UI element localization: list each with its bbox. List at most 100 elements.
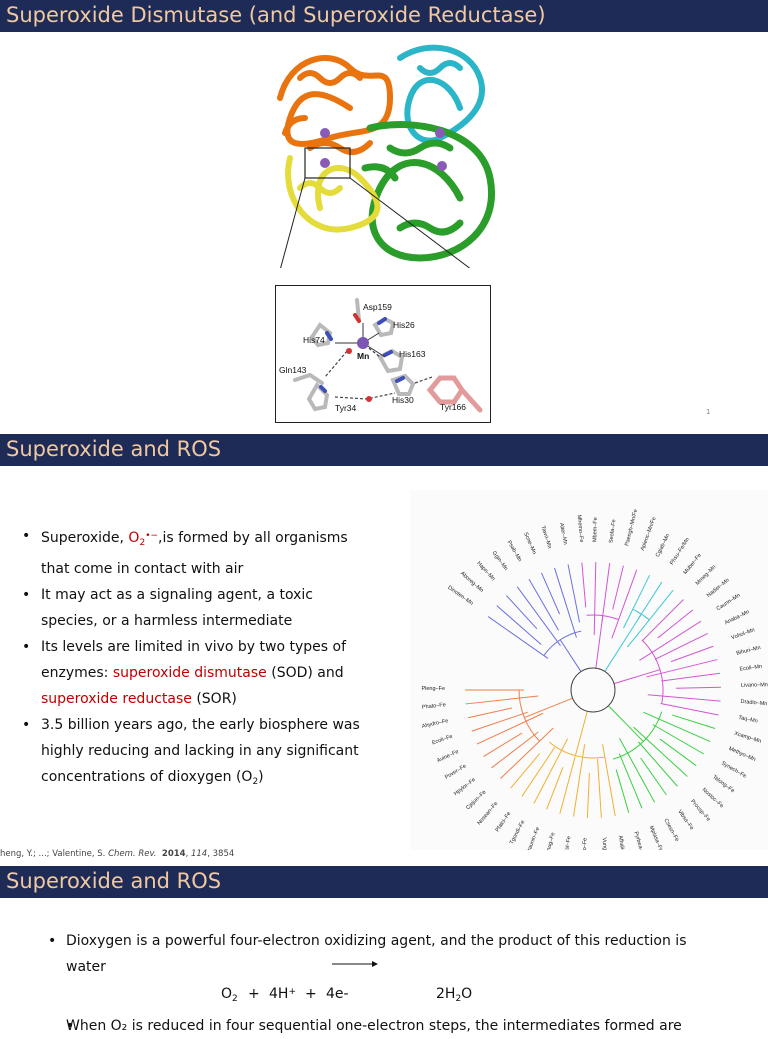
tree-branch <box>646 659 718 678</box>
tree-leaf-label: Livano–Mn <box>741 682 768 689</box>
tree-branch <box>618 753 643 809</box>
clade-stem <box>574 711 588 756</box>
tree-branch <box>643 711 711 743</box>
tree-leaf-label: Vungu–Fe <box>601 837 609 850</box>
tree-leaf-label: Phato–Fe <box>422 702 446 711</box>
eq-product-subscript: 2 <box>455 994 462 1004</box>
tree-branch <box>670 645 714 663</box>
active-site-inset: Asp159 His26 His74 Mn His163 Gln143 Tyr3… <box>275 285 491 423</box>
nitrogen-atoms <box>319 317 405 393</box>
tree-leaf-label: Bihuri–Mn <box>736 645 761 657</box>
tree-leaf-label: Mbem–Fe <box>592 517 599 542</box>
tree-branch <box>567 564 581 623</box>
eq-o2: O2 <box>221 986 238 1004</box>
tree-branch <box>623 574 651 629</box>
tree-leaf-label: Msebo–Fe <box>581 838 588 850</box>
eq-protons-base: 4H <box>269 986 289 1002</box>
tree-branch <box>516 586 561 646</box>
eq-product-base: 2H <box>436 986 456 1002</box>
tree-branch <box>510 753 541 789</box>
water-oxygen <box>366 396 372 402</box>
clade-arc <box>632 608 650 621</box>
slide2-title: Superoxide and ROS <box>6 437 222 461</box>
tree-leaf-label: Alter–Mn <box>558 522 568 545</box>
eq-product-tail: O <box>461 986 473 1002</box>
bullet-item: 3.5 billion years ago, the early biosphe… <box>22 712 372 795</box>
tree-branch <box>675 686 721 689</box>
tree-branch <box>546 767 564 810</box>
label-asp159: Asp159 <box>363 302 392 312</box>
eq-o2-subscript: 2 <box>232 994 238 1004</box>
tree-branch <box>652 724 705 755</box>
tree-branch <box>506 595 538 630</box>
eq-plus: + <box>248 986 260 1002</box>
tree-branch <box>602 744 616 817</box>
bullet-item: It may act as a signaling agent, a toxic… <box>22 582 372 634</box>
subscript: 2 <box>252 777 259 787</box>
citation-year: 2014 <box>161 849 186 859</box>
tree-branch <box>500 727 554 779</box>
tree-branch <box>496 605 542 645</box>
tree-branch <box>601 563 611 622</box>
protein-structure-image <box>277 44 495 268</box>
bullet-text: (SOD) and <box>266 665 344 681</box>
tree-branches <box>465 562 721 818</box>
formula-subscript: 2 <box>139 538 146 548</box>
tree-branch <box>491 731 539 769</box>
tree-branch <box>554 567 577 638</box>
label-tyr34: Tyr34 <box>335 403 357 413</box>
label-his74: His74 <box>303 335 325 345</box>
tree-leaf-label: Pleng–Fe <box>421 686 445 692</box>
chain-yellow <box>285 155 381 233</box>
superoxide-formula: O2•− <box>128 530 158 548</box>
citation-volume: 114 <box>190 849 208 859</box>
tree-root <box>570 667 616 713</box>
tree-branch <box>659 738 697 767</box>
tree-branch <box>528 578 559 631</box>
page-number: 1 <box>706 408 711 416</box>
phylogenetic-tree: Dinoten–MnAboreg–MnHapn–MnGgin–MnPsab–Mn… <box>410 490 768 850</box>
tree-leaf-label: Mhemo–Fe <box>576 514 584 542</box>
tree-branch <box>487 616 549 659</box>
slide2-header: Superoxide and ROS <box>0 434 768 466</box>
tree-branch <box>597 758 602 818</box>
eq-protons-superscript: + <box>288 987 296 997</box>
tree-leaf-label: Dradio–Mn <box>740 699 767 707</box>
clade-stem <box>559 639 582 672</box>
clade-stem <box>613 669 661 685</box>
clade-stem <box>524 697 573 719</box>
tree-leaf-label: Ecoli–Mn <box>739 664 762 673</box>
tree-leaf-label: Afhali–Fe <box>617 835 627 850</box>
bullet-text: ,is formed by all organisms that come in… <box>41 530 348 577</box>
tree-leaf-label: Ehist–Fe <box>563 836 572 850</box>
slide2-bullet-list: Superoxide, O2•−,is formed by all organi… <box>22 523 372 795</box>
slide3-header: Superoxide and ROS <box>0 866 768 898</box>
label-his30: His30 <box>392 395 414 405</box>
tree-branch <box>483 732 523 757</box>
tree-branch <box>611 569 638 639</box>
clade-stem <box>608 705 644 742</box>
tree-branch <box>586 772 590 818</box>
bullet-item: When O₂ is reduced in four sequential on… <box>48 1013 738 1039</box>
tree-branch <box>657 609 694 639</box>
tree-branch <box>559 756 576 814</box>
slide3-bullet-list: Dioxygen is a powerful four-electron oxi… <box>48 928 728 980</box>
citation-journal: Chem. Rev. <box>108 849 157 859</box>
label-gln143: Gln143 <box>279 365 307 375</box>
bullet-text: It may act as a signaling agent, a toxic… <box>41 587 313 629</box>
tree-branch <box>639 620 702 661</box>
tree-branch <box>612 565 624 610</box>
bullet-text: Superoxide, <box>41 530 129 546</box>
citation-page: 3854 <box>212 849 235 859</box>
slide1-header: Superoxide Dismutase (and Superoxide Red… <box>0 0 768 32</box>
tree-branch <box>661 672 720 682</box>
tree-branch <box>615 769 630 814</box>
tree-branch <box>619 737 656 803</box>
tree-branch <box>533 738 569 804</box>
sod-term: superoxide dismutase <box>112 665 267 681</box>
tree-leaf-label: Ahydro–Fe <box>421 718 449 730</box>
bullet-item: Superoxide, O2•−,is formed by all organi… <box>22 523 372 582</box>
tree-branch <box>581 562 587 608</box>
tyr166-ring <box>426 375 483 413</box>
reaction-arrow-icon <box>332 961 378 967</box>
